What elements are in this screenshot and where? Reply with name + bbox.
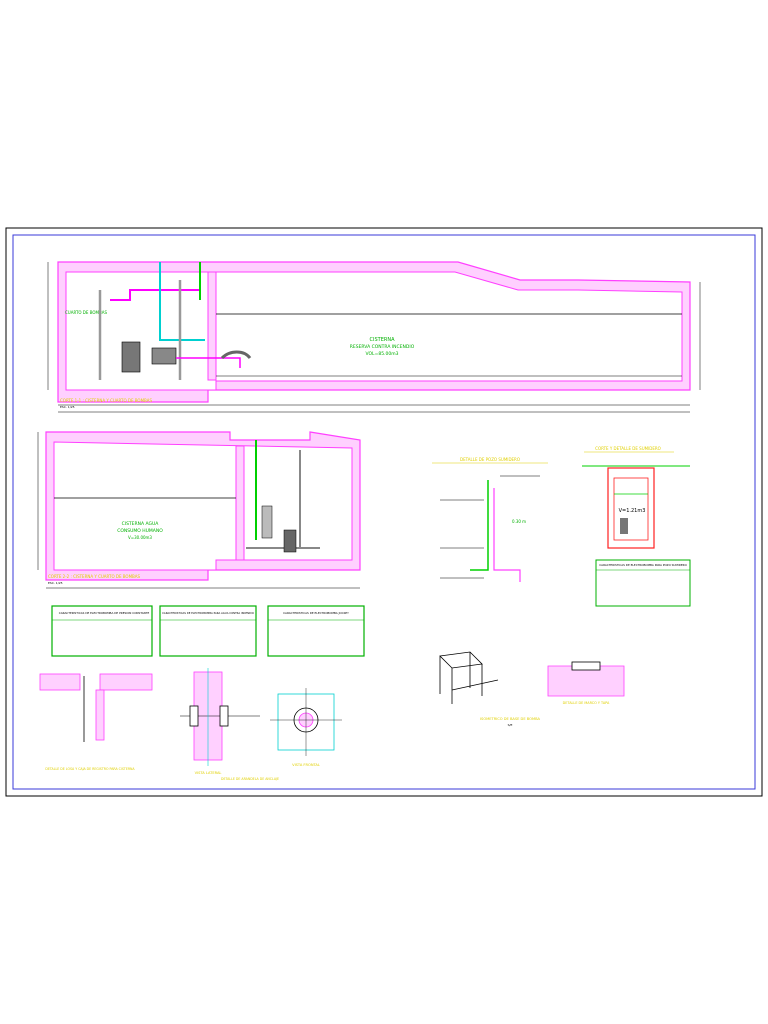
- frame-lid: [571, 661, 601, 671]
- detail-5-caption: DETALLE DE MARCO Y TAPA: [563, 701, 610, 705]
- detail-1-caption: DETALLE DE LOSA Y CAJA DE REGISTRO PARA …: [45, 767, 135, 771]
- sump-detail-caption: DETALLE DE POZO SUMIDERO: [460, 457, 520, 462]
- detail-3-caption: VISTA FRONTAL: [292, 763, 320, 767]
- tank-1-volume: VOL=85.00m3: [366, 351, 399, 357]
- detail-4-caption: ISOMETRICO DE BASE DE BOMBA: [480, 717, 541, 721]
- section-2-scale: ESC. 1/25: [48, 581, 63, 585]
- frame-lid-ground: [547, 665, 625, 697]
- bottom-details: DETALLE DE LOSA Y CAJA DE REGISTRO PARA …: [39, 651, 625, 781]
- sump-box-volume: V=1.21m3: [619, 508, 646, 514]
- suction-pipe-1: [176, 357, 241, 368]
- sump-pump-table: [595, 559, 691, 607]
- section-1-1: CISTERNA RESERVA CONTRA INCENDIO VOL=85.…: [47, 261, 701, 413]
- section-1-caption: CORTE 1-1 : CISTERNA Y CUARTO DE BOMBAS: [60, 398, 153, 403]
- spec-table-3-box: [267, 605, 365, 657]
- sump-pipe-magenta: [493, 488, 521, 582]
- tank-1-title: CISTERNA: [370, 337, 396, 343]
- sump-box-inner: [613, 477, 649, 541]
- anchor-flange-left: [189, 705, 199, 727]
- pump-base-rail: [451, 679, 499, 691]
- pipe-gray-2: [246, 450, 320, 549]
- sump-box-caption: CORTE Y DETALLE DE SUMIDERO: [595, 446, 661, 451]
- sump-pit-detail: DETALLE DE POZO SUMIDERO 0.30 m: [432, 457, 548, 582]
- pump-2: [151, 347, 177, 365]
- sump-pipe-green: [470, 480, 489, 571]
- section-2-caption: CORTE 2-2 : CISTERNA Y CUARTO DE BOMBAS: [48, 574, 141, 579]
- pump-room-label: CUARTO DE BOMBAS: [65, 310, 107, 315]
- spec-table-2-title: CARACTERISTICAS DE ELECTROBOMBA PARA AGU…: [162, 611, 254, 615]
- tank-2-cavity: [53, 441, 353, 571]
- pump-base-iso: [439, 651, 483, 704]
- detail-2-caption: VISTA LATERAL: [195, 771, 222, 775]
- sump-pump-table-title: CARACTERISTICAS DE ELECTROBOMBA PARA POZ…: [599, 563, 687, 567]
- tank-1-subtitle: RESERVA CONTRA INCENDIO: [350, 344, 415, 350]
- sump-box-pump: [620, 518, 628, 534]
- section-2-2: CISTERNA AGUA CONSUMO HUMANO V=30.00m3 C…: [37, 431, 361, 589]
- sump-box-outer: [607, 467, 655, 549]
- sump-box-detail: CORTE Y DETALLE DE SUMIDERO V=1.21m3 CAR…: [582, 446, 691, 607]
- pump-spec-tables: CARACTERISTICAS DE ELECTROBOMBA DE PRESI…: [51, 605, 365, 657]
- pump-4: [261, 505, 273, 539]
- slab-left: [39, 673, 81, 691]
- tank-2-subtitle: CONSUMO HUMANO: [117, 528, 163, 534]
- section-1-scale: ESC. 1/25: [60, 405, 75, 409]
- pipe-gray-1: [98, 280, 182, 380]
- pump-1: [121, 341, 141, 373]
- slab-wall: [95, 689, 105, 741]
- slab-right: [99, 673, 153, 691]
- tank-1-cavity: [65, 271, 683, 391]
- partition-wall-2: [235, 445, 245, 561]
- sheet-outer-frame: [5, 227, 763, 797]
- detail-4-scale: S/E: [508, 723, 513, 727]
- pump-3: [283, 529, 297, 553]
- pipe-cyan-1: [159, 262, 205, 341]
- detail-2-subcaption: DETALLE DE ARANDELA DE ANCLAJE: [221, 777, 279, 781]
- tank-2-title: CISTERNA AGUA: [122, 521, 160, 527]
- suction-pipe-2: [220, 350, 252, 360]
- anchor-flange-right: [219, 705, 229, 727]
- partition-wall-1: [207, 271, 217, 381]
- tank-2-volume: V=30.00m3: [128, 535, 152, 540]
- sump-level-label: 0.30 m: [512, 519, 526, 524]
- spec-table-2: CARACTERISTICAS DE ELECTROBOMBA PARA AGU…: [159, 605, 257, 657]
- spec-table-3-title: CARACTERISTICAS DE ELECTROBOMBA JOCKEY: [283, 611, 349, 615]
- spec-table-1-box: [51, 605, 153, 657]
- spec-table-2-box: [159, 605, 257, 657]
- sheet-inner-border: [12, 234, 756, 790]
- spec-table-3: CARACTERISTICAS DE ELECTROBOMBA JOCKEY: [267, 605, 365, 657]
- spec-table-1-title: CARACTERISTICAS DE ELECTROBOMBA DE PRESI…: [59, 611, 150, 615]
- spec-table-1: CARACTERISTICAS DE ELECTROBOMBA DE PRESI…: [51, 605, 153, 657]
